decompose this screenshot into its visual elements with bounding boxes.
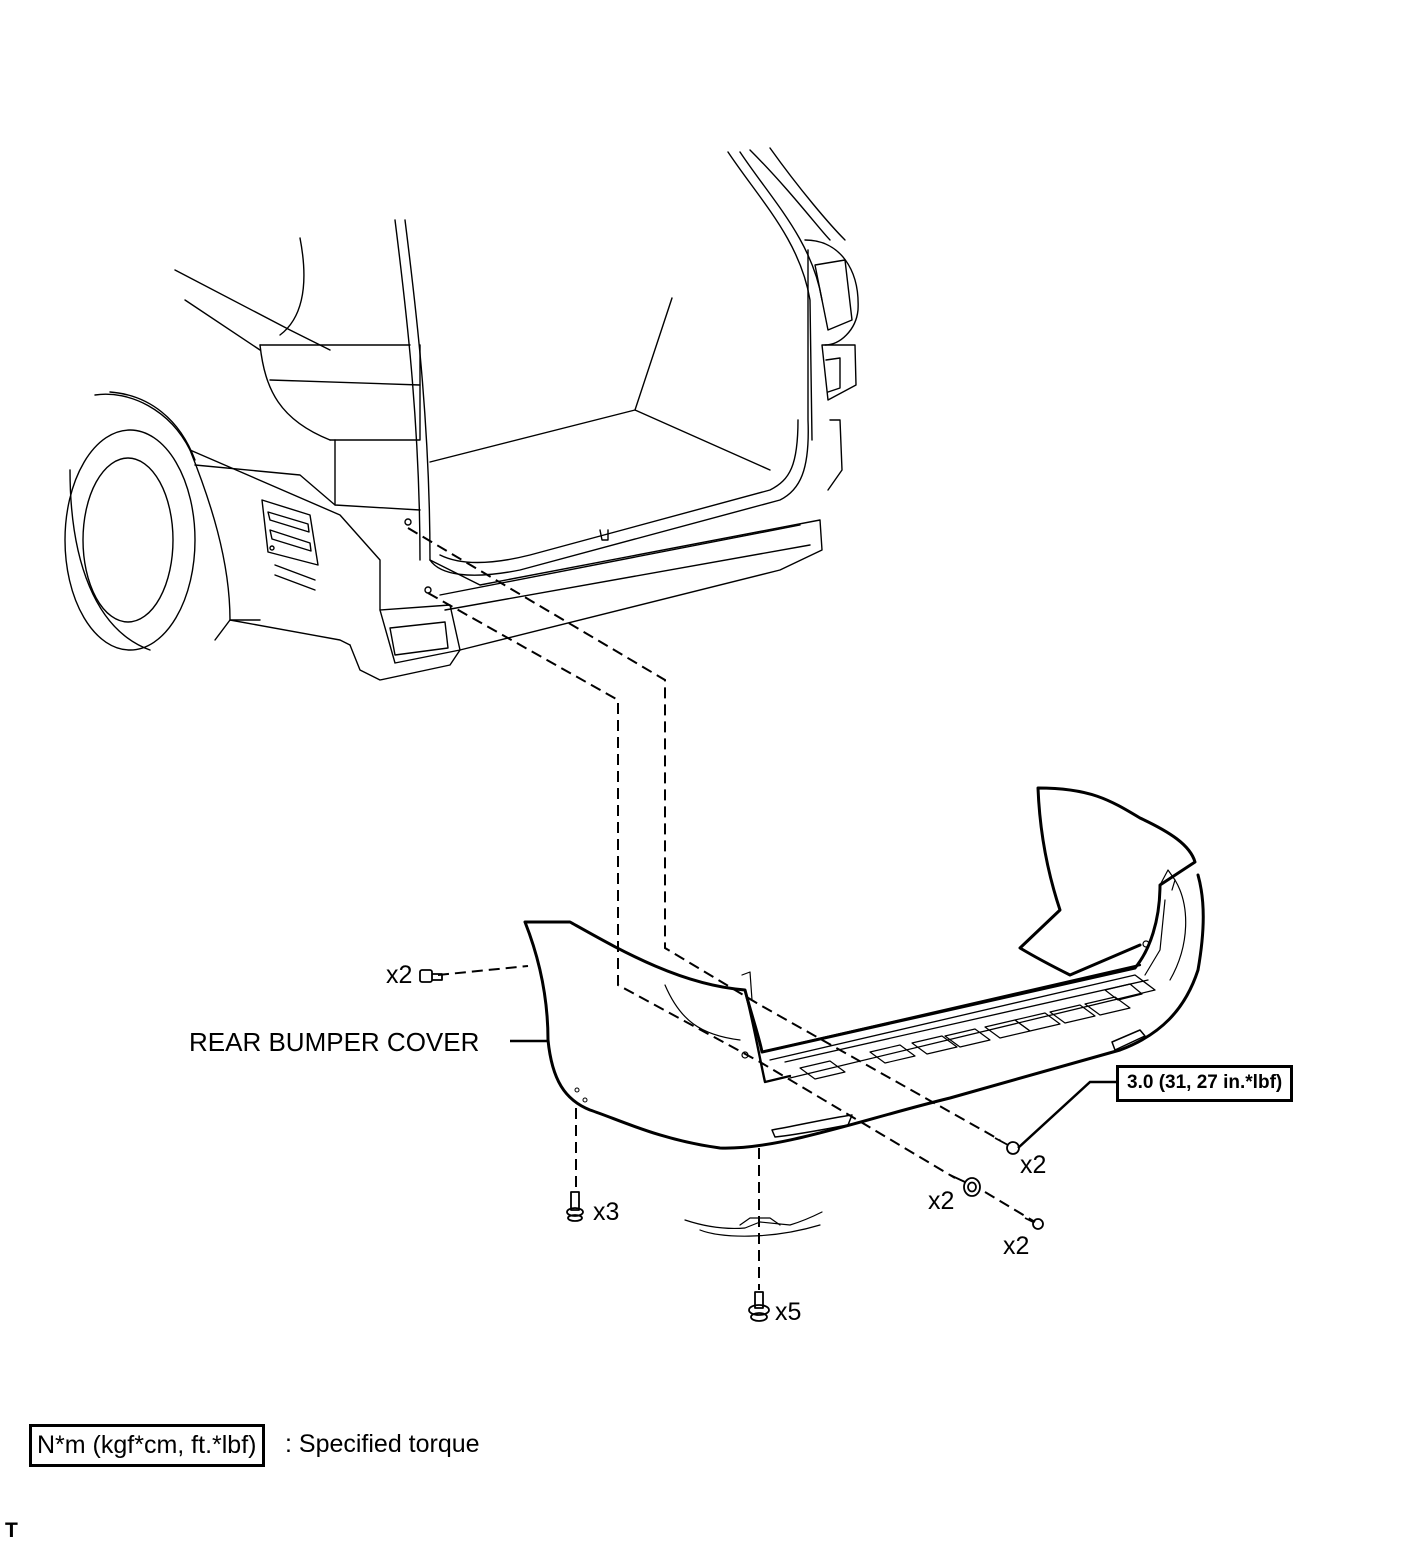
leader-lines [510,1039,1118,1149]
vehicle-rear-body [64,147,859,681]
corner-code: T [5,1519,18,1542]
clip-right-middle [949,1174,981,1197]
fasteners [419,969,1044,1322]
bolt-bottom-center [748,1291,770,1322]
screw-right-top [994,1137,1020,1155]
alignment-lines [407,527,1036,1290]
qty-label-right-top: x2 [1020,1151,1047,1179]
clip-upper-left [419,969,443,983]
torque-value: 3.0 (31, 27 in.*lbf) [1127,1072,1283,1093]
legend-unit: N*m (kgf*cm, ft.*lbf) [37,1431,257,1459]
legend-description: : Specified torque [285,1430,480,1458]
screw-bottom-left [566,1191,584,1222]
qty-label-upper-left: x2 [386,961,413,989]
qty-label-right-bottom: x2 [1003,1232,1030,1260]
legend-unit-box: N*m (kgf*cm, ft.*lbf) [29,1424,266,1467]
torque-callout: 3.0 (31, 27 in.*lbf) [1116,1065,1294,1102]
rear-bumper-cover [523,786,1205,1237]
qty-label-right-middle: x2 [928,1187,955,1215]
qty-label-bottom-center: x5 [775,1298,802,1326]
part-name-label: REAR BUMPER COVER [189,1027,480,1057]
screw-right-bottom [1024,1217,1044,1230]
qty-label-bottom-left: x3 [593,1198,620,1226]
